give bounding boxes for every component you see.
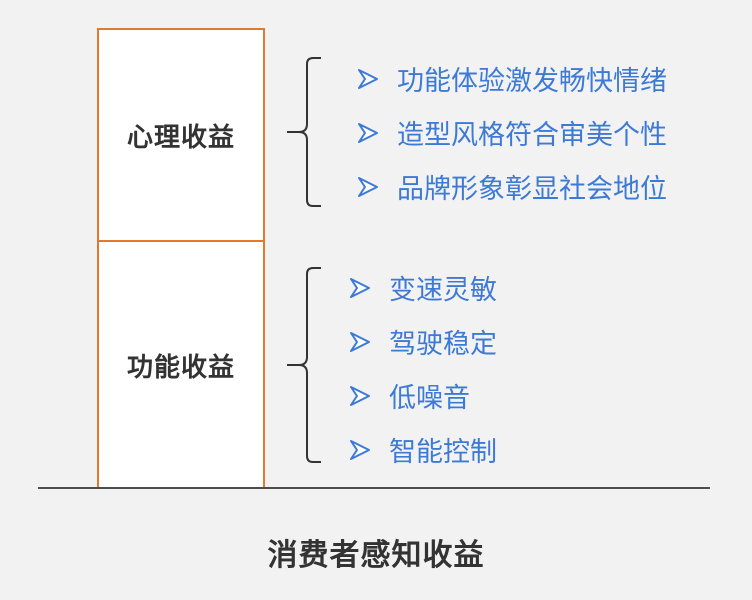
diagram-caption: 消费者感知收益 xyxy=(267,538,485,573)
bottom-list-item-text: 驾驶稳定 xyxy=(389,329,497,360)
bottom-list-item-text: 变速灵敏 xyxy=(389,275,497,306)
top-list-item-text: 品牌形象彰显社会地位 xyxy=(397,174,667,205)
top-brace-icon xyxy=(287,57,321,207)
functional-benefit-label: 功能收益 xyxy=(126,352,235,383)
bottom-list-item: 智能控制 xyxy=(349,430,497,469)
bottom-list-item-text: 智能控制 xyxy=(389,437,497,468)
arrow-bullet-icon xyxy=(358,122,378,143)
arrow-bullet-icon xyxy=(350,277,370,298)
bottom-list-item: 变速灵敏 xyxy=(349,268,497,307)
psychological-benefit-box: 心理收益 xyxy=(97,28,265,242)
functional-benefit-box: 功能收益 xyxy=(97,240,265,488)
baseline-divider xyxy=(38,487,710,489)
bottom-brace-icon xyxy=(287,267,321,463)
arrow-bullet-icon xyxy=(350,331,370,352)
top-list-item: 功能体验激发畅快情绪 xyxy=(357,59,667,98)
arrow-bullet-icon xyxy=(358,176,378,197)
top-list-item-text: 功能体验激发畅快情绪 xyxy=(397,66,667,97)
arrow-bullet-icon xyxy=(350,385,370,406)
top-list-item: 造型风格符合审美个性 xyxy=(357,113,667,152)
psychological-benefit-label: 心理收益 xyxy=(126,122,235,153)
bottom-list-item-text: 低噪音 xyxy=(389,383,470,414)
bottom-list-item: 低噪音 xyxy=(349,376,470,415)
top-list-item-text: 造型风格符合审美个性 xyxy=(397,120,667,151)
bottom-list-item: 驾驶稳定 xyxy=(349,322,497,361)
top-list-item: 品牌形象彰显社会地位 xyxy=(357,167,667,206)
arrow-bullet-icon xyxy=(350,439,370,460)
arrow-bullet-icon xyxy=(358,68,378,89)
